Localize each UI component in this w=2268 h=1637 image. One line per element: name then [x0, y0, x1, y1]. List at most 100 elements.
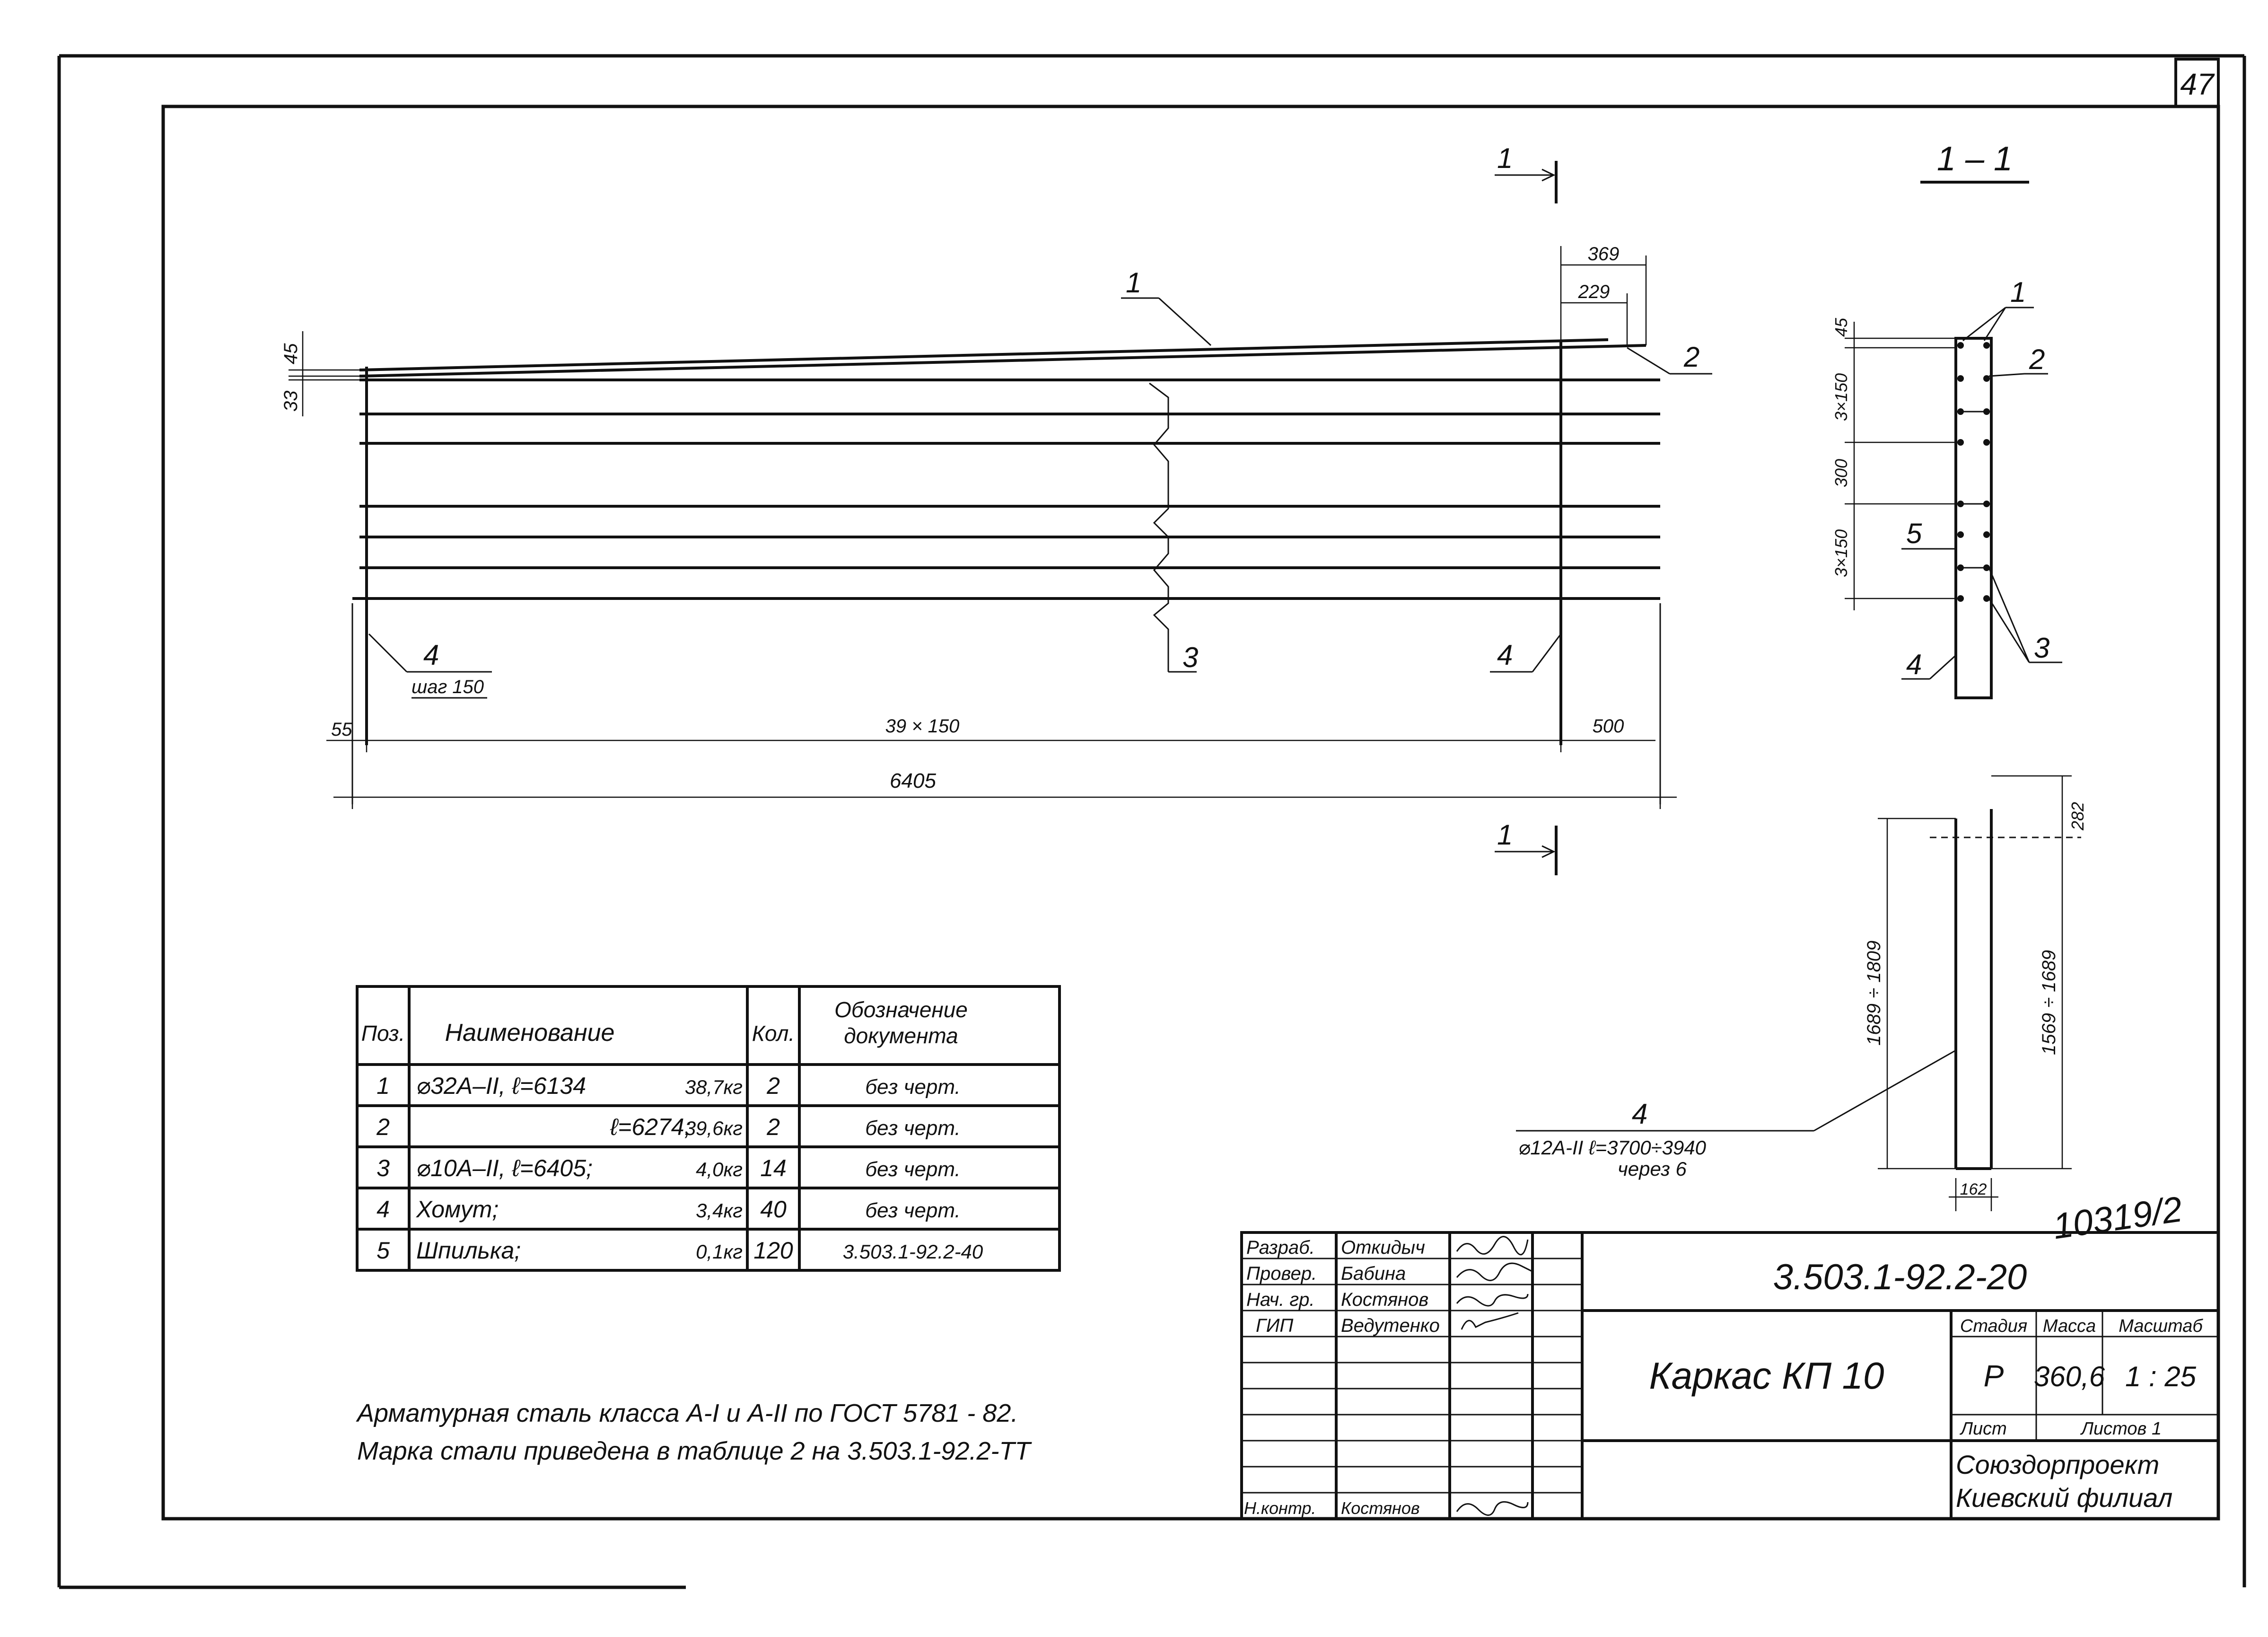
signatures	[1456, 1236, 1532, 1516]
doc-code: 3.503.1-92.2-20	[1773, 1257, 2027, 1297]
svg-text:⌀32А–II, ℓ=6134: ⌀32А–II, ℓ=6134	[416, 1073, 586, 1099]
stirrup-dim-1689-1809: 1689 ÷ 1809	[1864, 941, 1884, 1046]
svg-text:Костянов: Костянов	[1341, 1289, 1428, 1310]
pos3-leader	[1149, 382, 1169, 672]
stirrup-spec-sub: через 6	[1618, 1158, 1687, 1180]
section-title: 1 – 1	[1937, 140, 2013, 178]
sec-dim-45: 45	[1831, 317, 1851, 337]
cut-marker-bottom: 1	[1495, 819, 1558, 875]
sec-label-5: 5	[1906, 518, 1922, 549]
table-header-doc-1: Обозначение	[834, 997, 968, 1022]
svg-text:3,4кг: 3,4кг	[696, 1199, 743, 1222]
svg-text:Провер.: Провер.	[1246, 1263, 1317, 1284]
table-row: 2 ℓ=6274; 39,6кг 2 без черт.	[376, 1114, 961, 1140]
table-header-qty: Кол.	[752, 1021, 795, 1046]
rebar-pos2	[359, 344, 1646, 378]
svg-text:4,0кг: 4,0кг	[696, 1158, 743, 1180]
svg-text:Откидыч: Откидыч	[1341, 1237, 1425, 1258]
svg-text:без черт.: без черт.	[865, 1117, 961, 1140]
stirrup-dim-282: 282	[2068, 802, 2087, 831]
svg-text:3.503.1-92.2-40: 3.503.1-92.2-40	[843, 1241, 983, 1263]
svg-text:ℓ=6274;: ℓ=6274;	[610, 1114, 691, 1140]
sec-label-2: 2	[2029, 343, 2045, 375]
svg-text:без черт.: без черт.	[865, 1158, 961, 1181]
dim-369: 369	[1588, 244, 1620, 264]
label-pos4-right: 4	[1497, 639, 1513, 671]
stirrup-pos: 4	[1632, 1098, 1647, 1130]
dim-6405: 6405	[890, 769, 936, 792]
svg-text:3: 3	[377, 1155, 390, 1181]
svg-text:4: 4	[377, 1196, 390, 1223]
table-header-name: Наименование	[445, 1019, 615, 1047]
rebar-pos1	[359, 338, 1609, 371]
stage-value: Р	[1984, 1359, 2004, 1393]
sec-label-3: 3	[2034, 632, 2049, 664]
inner-frame	[161, 105, 2220, 1521]
dim-500: 500	[1593, 716, 1624, 737]
sec-label-1: 1	[2010, 276, 2026, 308]
org-line-2: Киевский филиал	[1956, 1483, 2172, 1513]
dim-229: 229	[1578, 282, 1610, 302]
svg-text:38,7кг: 38,7кг	[685, 1076, 743, 1098]
label-pos1: 1	[1126, 267, 1141, 299]
label-pos3: 3	[1182, 642, 1198, 673]
table-row: 5 Шпилька; 0,1кг 120 3.503.1-92.2-40	[377, 1237, 983, 1264]
svg-text:1: 1	[1497, 819, 1513, 851]
mass-value: 360,6	[2034, 1361, 2105, 1392]
table-row: 3 ⌀10А–II, ℓ=6405; 4,0кг 14 без черт.	[377, 1155, 961, 1181]
stirrup-spec: ⌀12А-II ℓ=3700÷3940	[1518, 1136, 1707, 1159]
label-pos2: 2	[1683, 341, 1699, 373]
drawing-title: Каркас КП 10	[1649, 1355, 1884, 1397]
dim-45-left: 45	[280, 343, 301, 364]
title-block: Разраб. Провер. Нач. гр. ГИП Н.контр. От…	[1240, 1231, 2220, 1520]
svg-text:Лист: Лист	[1959, 1419, 2007, 1439]
svg-text:2: 2	[376, 1114, 390, 1140]
handwritten-code: 10319/2	[2050, 1189, 2185, 1247]
sheet-number-box: 47	[2174, 58, 2220, 108]
svg-text:2: 2	[766, 1114, 780, 1140]
svg-text:0,1кг: 0,1кг	[696, 1241, 743, 1263]
svg-text:Нач. гр.: Нач. гр.	[1246, 1289, 1314, 1310]
sec-dim-3x150-bottom: 3×150	[1831, 529, 1851, 577]
svg-text:Ведутенко: Ведутенко	[1341, 1315, 1440, 1336]
svg-text:2: 2	[766, 1073, 780, 1099]
sheet-number: 47	[2180, 67, 2215, 101]
stirrup-detail: 282 1689 ÷ 1809 1569 ÷ 1689 162 4 ⌀12А-I…	[1516, 775, 2185, 1247]
section-view: 1 – 1	[1831, 140, 2062, 699]
dim-39x150: 39 × 150	[885, 716, 960, 737]
table-header-doc-2: документа	[844, 1023, 958, 1048]
table-row: 4 Хомут; 3,4кг 40 без черт.	[377, 1196, 961, 1223]
svg-text:1: 1	[377, 1073, 390, 1099]
sec-dim-300: 300	[1831, 459, 1851, 487]
notes: Арматурная сталь класса А-I и А-II по ГО…	[356, 1399, 1033, 1465]
svg-text:ГИП: ГИП	[1256, 1315, 1294, 1336]
svg-text:Листов 1: Листов 1	[2080, 1419, 2162, 1439]
dim-55: 55	[331, 719, 352, 740]
svg-text:1: 1	[1497, 142, 1513, 174]
note-line-2: Марка стали приведена в таблице 2 на 3.5…	[357, 1437, 1033, 1465]
svg-text:40: 40	[760, 1196, 787, 1223]
step-note: шаг 150	[412, 677, 484, 697]
svg-text:Масса: Масса	[2043, 1316, 2096, 1336]
sec-dim-3x150-top: 3×150	[1831, 373, 1851, 421]
scale-value: 1 : 25	[2125, 1361, 2197, 1392]
svg-text:Масштаб: Масштаб	[2119, 1316, 2203, 1336]
outer-frame	[57, 54, 2246, 1589]
spec-table: Поз. Наименование Кол. Обозначение докум…	[356, 985, 1061, 1272]
svg-text:Стадия: Стадия	[1960, 1316, 2027, 1336]
svg-text:Н.контр.: Н.контр.	[1244, 1498, 1316, 1518]
sec-label-4: 4	[1906, 649, 1922, 680]
stirrup-dim-162: 162	[1960, 1180, 1987, 1198]
label-pos4-left: 4	[423, 639, 439, 671]
svg-text:без черт.: без черт.	[865, 1199, 961, 1222]
org-line-1: Союздорпроект	[1956, 1450, 2159, 1479]
svg-text:Хомут;: Хомут;	[416, 1196, 499, 1223]
svg-text:Разраб.: Разраб.	[1246, 1237, 1315, 1258]
main-view: 3 1 2 4 шаг 150 4 369 229 45 33	[280, 142, 1712, 875]
svg-text:39,6кг: 39,6кг	[685, 1117, 743, 1139]
svg-text:14: 14	[760, 1155, 787, 1181]
stirrup-dim-1569-1689: 1569 ÷ 1689	[2039, 950, 2059, 1055]
svg-text:Бабина: Бабина	[1341, 1263, 1406, 1284]
svg-text:5: 5	[377, 1237, 390, 1264]
